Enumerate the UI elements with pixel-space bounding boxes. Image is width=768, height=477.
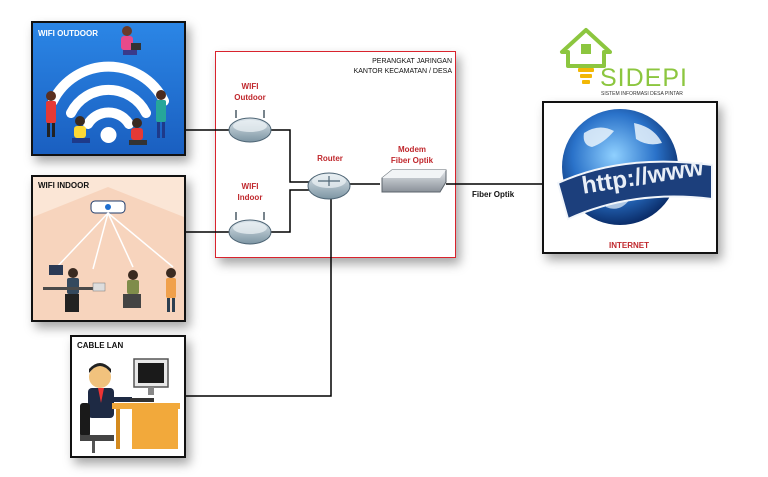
internet-label: INTERNET (609, 241, 649, 250)
internet-panel: http://www INTERNET (542, 101, 718, 254)
wifi-dot (100, 127, 117, 143)
person-right-sitting (129, 118, 147, 145)
router-icon (307, 172, 351, 200)
ap-outdoor-label-2: Outdoor (234, 93, 266, 102)
person-sitting-middle (123, 270, 141, 308)
sidepi-logo-tagline: SISTEM INFORMASI DESA PINTAR (601, 91, 683, 97)
keyboard (130, 398, 154, 402)
person-left-standing (46, 91, 56, 137)
cable-lan-panel: CABLE LAN (70, 335, 186, 458)
wifi-indoor-illustration (33, 177, 184, 320)
ap-outdoor-icon (228, 110, 272, 143)
sidepi-logo-name: SIDEPI (600, 64, 688, 92)
man-at-computer (88, 363, 132, 418)
modem-icon (381, 169, 447, 193)
person-left-sitting (72, 116, 90, 143)
ap-indoor-icon (228, 212, 272, 245)
person-sitting-top (121, 26, 141, 55)
modem-label-2: Fiber Optik (390, 156, 434, 165)
link-router-lan (186, 198, 332, 397)
ap-indoor-label-1: WIFI (241, 182, 259, 191)
desk (112, 403, 180, 409)
wifi-arc-middle (66, 84, 151, 118)
modem-label-1: Modem (398, 145, 426, 154)
cable-lan-illustration (80, 358, 180, 453)
link-indoor-router (271, 189, 309, 233)
printer (92, 282, 106, 292)
wifi-indoor-label: WIFI INDOOR (38, 181, 90, 190)
www-ribbon (556, 160, 713, 221)
router-label: Router (317, 154, 343, 163)
link-outdoor-router (271, 129, 309, 183)
chair (80, 403, 90, 437)
wifi-indoor-panel: WIFI INDOOR (31, 175, 186, 322)
person-at-desk (43, 265, 93, 312)
ap-outdoor-label-1: WIFI (241, 82, 259, 91)
wifi-outdoor-illustration (33, 23, 184, 154)
wifi-arc-inner (83, 107, 134, 129)
network-title-line1: PERANGKAT JARINGAN (372, 58, 452, 65)
person-standing-right (166, 268, 176, 312)
wifi-arc-outer (48, 61, 169, 106)
person-right-standing (156, 90, 166, 138)
globe-illustration (556, 109, 713, 225)
fiber-link-label: Fiber Optik (472, 190, 515, 199)
wifi-outdoor-label: WIFI OUTDOOR (38, 29, 98, 38)
wifi-outdoor-panel: WIFI OUTDOOR (31, 21, 186, 156)
network-title-line2: KANTOR KECAMATAN / DESA (353, 68, 452, 75)
ap-indoor-label-2: Indoor (237, 193, 263, 202)
cable-lan-label: CABLE LAN (77, 341, 124, 350)
